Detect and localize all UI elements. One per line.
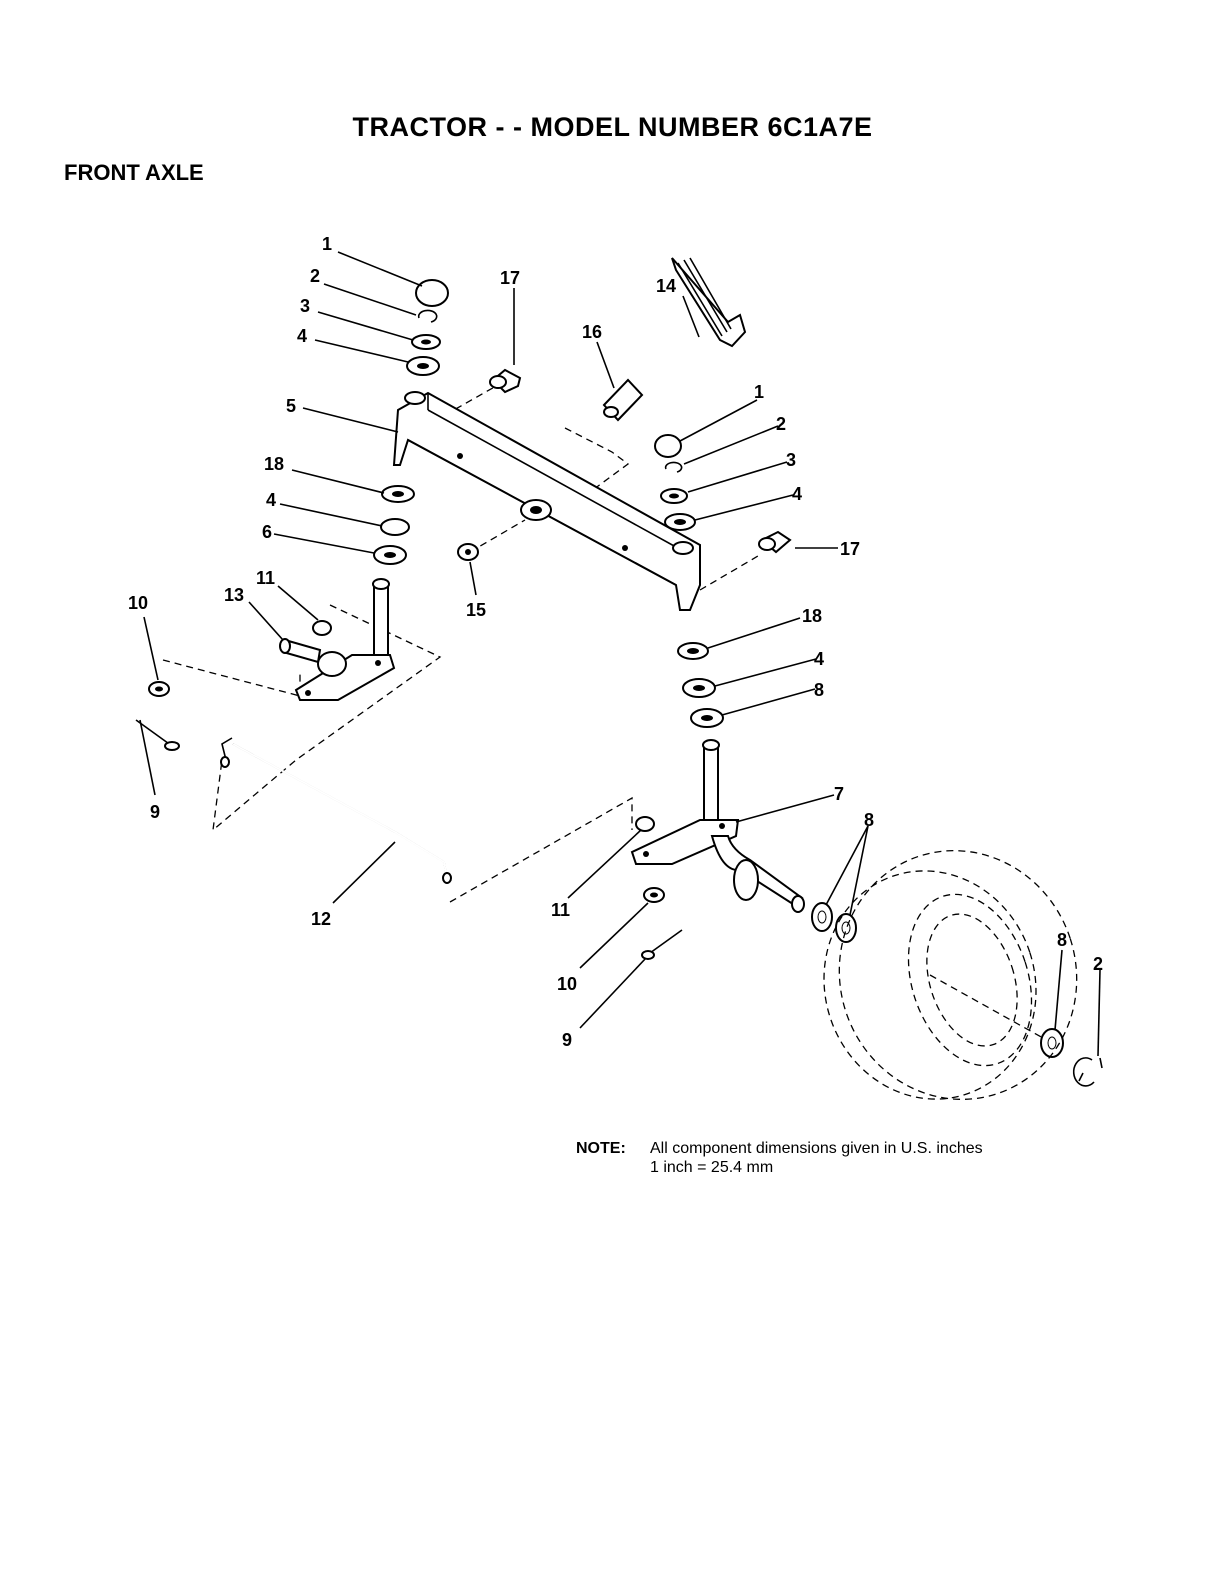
callout-12: 12 bbox=[311, 909, 331, 929]
callout-10-right: 10 bbox=[557, 974, 577, 994]
note-line-1: All component dimensions given in U.S. i… bbox=[650, 1140, 983, 1157]
callout-17-top: 17 bbox=[500, 268, 520, 288]
callout-1-right: 1 bbox=[754, 382, 764, 402]
callout-13: 13 bbox=[224, 585, 244, 605]
wheel-dashed-outline bbox=[795, 820, 1109, 1131]
callout-7: 7 bbox=[834, 784, 844, 804]
retaining-ring-2-wheel bbox=[1074, 1058, 1102, 1086]
callout-4-left-top: 4 bbox=[297, 326, 307, 346]
left-spindle bbox=[280, 579, 394, 700]
axle-beam bbox=[394, 392, 700, 610]
drag-link-12 bbox=[221, 738, 451, 883]
retaining-ring-left bbox=[419, 310, 437, 322]
nut-11-right bbox=[636, 817, 654, 831]
callout-2-left: 2 bbox=[310, 266, 320, 286]
callout-3-left: 3 bbox=[300, 296, 310, 316]
bearing-left-mid bbox=[381, 519, 409, 535]
retaining-ring-right bbox=[666, 462, 682, 472]
callout-8-right-stack: 8 bbox=[814, 680, 824, 700]
callout-9-left: 9 bbox=[150, 802, 160, 822]
callout-labels: 1 2 3 4 5 18 4 6 11 13 10 9 12 17 16 14 … bbox=[128, 234, 1103, 1050]
callout-11-left: 11 bbox=[256, 568, 275, 588]
hub-cap-right bbox=[655, 435, 681, 457]
callout-2-right: 2 bbox=[776, 414, 786, 434]
nut-11-left bbox=[313, 621, 331, 635]
callout-17-right: 17 bbox=[840, 539, 860, 559]
callout-6: 6 bbox=[262, 522, 272, 542]
callout-1-left: 1 bbox=[322, 234, 332, 254]
callout-15: 15 bbox=[466, 600, 486, 620]
callout-11-right: 11 bbox=[551, 900, 570, 920]
callout-9-right: 9 bbox=[562, 1030, 572, 1050]
assembly-dashed-lines bbox=[163, 385, 1052, 1043]
leader-lines bbox=[140, 252, 1100, 1056]
right-spindle bbox=[632, 740, 804, 912]
note-label: NOTE: bbox=[576, 1139, 650, 1158]
callout-3-right: 3 bbox=[786, 450, 796, 470]
callout-4-right-top: 4 bbox=[792, 484, 802, 504]
callout-16: 16 bbox=[582, 322, 602, 342]
note-line-2: 1 inch = 25.4 mm bbox=[576, 1158, 983, 1177]
callout-10-left: 10 bbox=[128, 593, 148, 613]
hub-cap-left bbox=[416, 280, 448, 306]
callout-2-wheel: 2 bbox=[1093, 954, 1103, 974]
callout-18-right: 18 bbox=[802, 606, 822, 626]
dimension-note: NOTE:All component dimensions given in U… bbox=[576, 1139, 983, 1177]
callout-14: 14 bbox=[656, 276, 676, 296]
callout-18-left: 18 bbox=[264, 454, 284, 474]
washers-and-pins bbox=[136, 682, 1102, 1086]
callout-8-axle: 8 bbox=[864, 810, 874, 830]
callout-8-wheel: 8 bbox=[1057, 930, 1067, 950]
callout-4-left-mid: 4 bbox=[266, 490, 276, 510]
callout-4-right-mid: 4 bbox=[814, 649, 824, 669]
callout-5: 5 bbox=[286, 396, 296, 416]
